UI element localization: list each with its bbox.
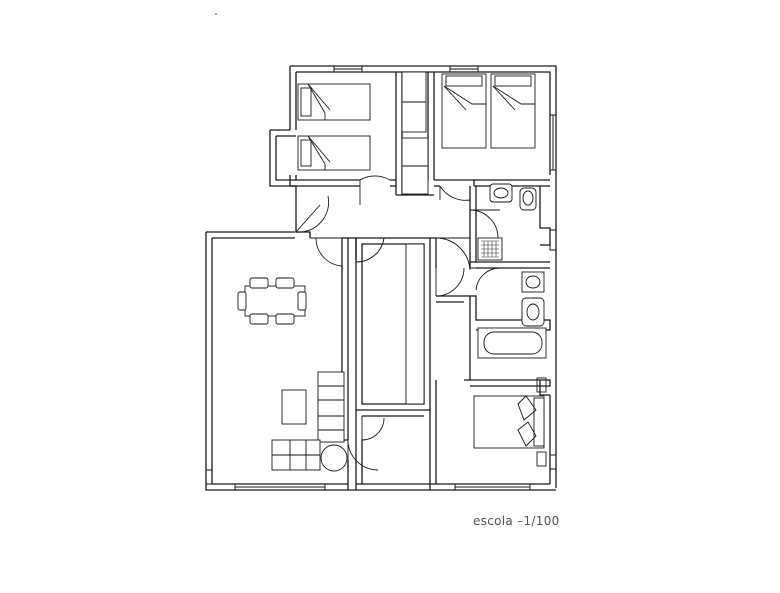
- living-room-furniture: [271, 371, 348, 472]
- bathroom-2: [477, 271, 547, 359]
- master-bedroom-bed: [473, 377, 547, 467]
- kitchen-counter: [361, 243, 425, 405]
- scale-label: escola –1/100: [473, 514, 560, 528]
- bedroom-2-beds: [441, 73, 536, 149]
- stray-mark: [215, 13, 217, 15]
- bedroom-1-beds: [297, 83, 371, 171]
- wardrobes: [401, 71, 429, 195]
- dining-set: [237, 277, 307, 325]
- doors: [295, 175, 501, 471]
- bathroom-1: [477, 183, 537, 261]
